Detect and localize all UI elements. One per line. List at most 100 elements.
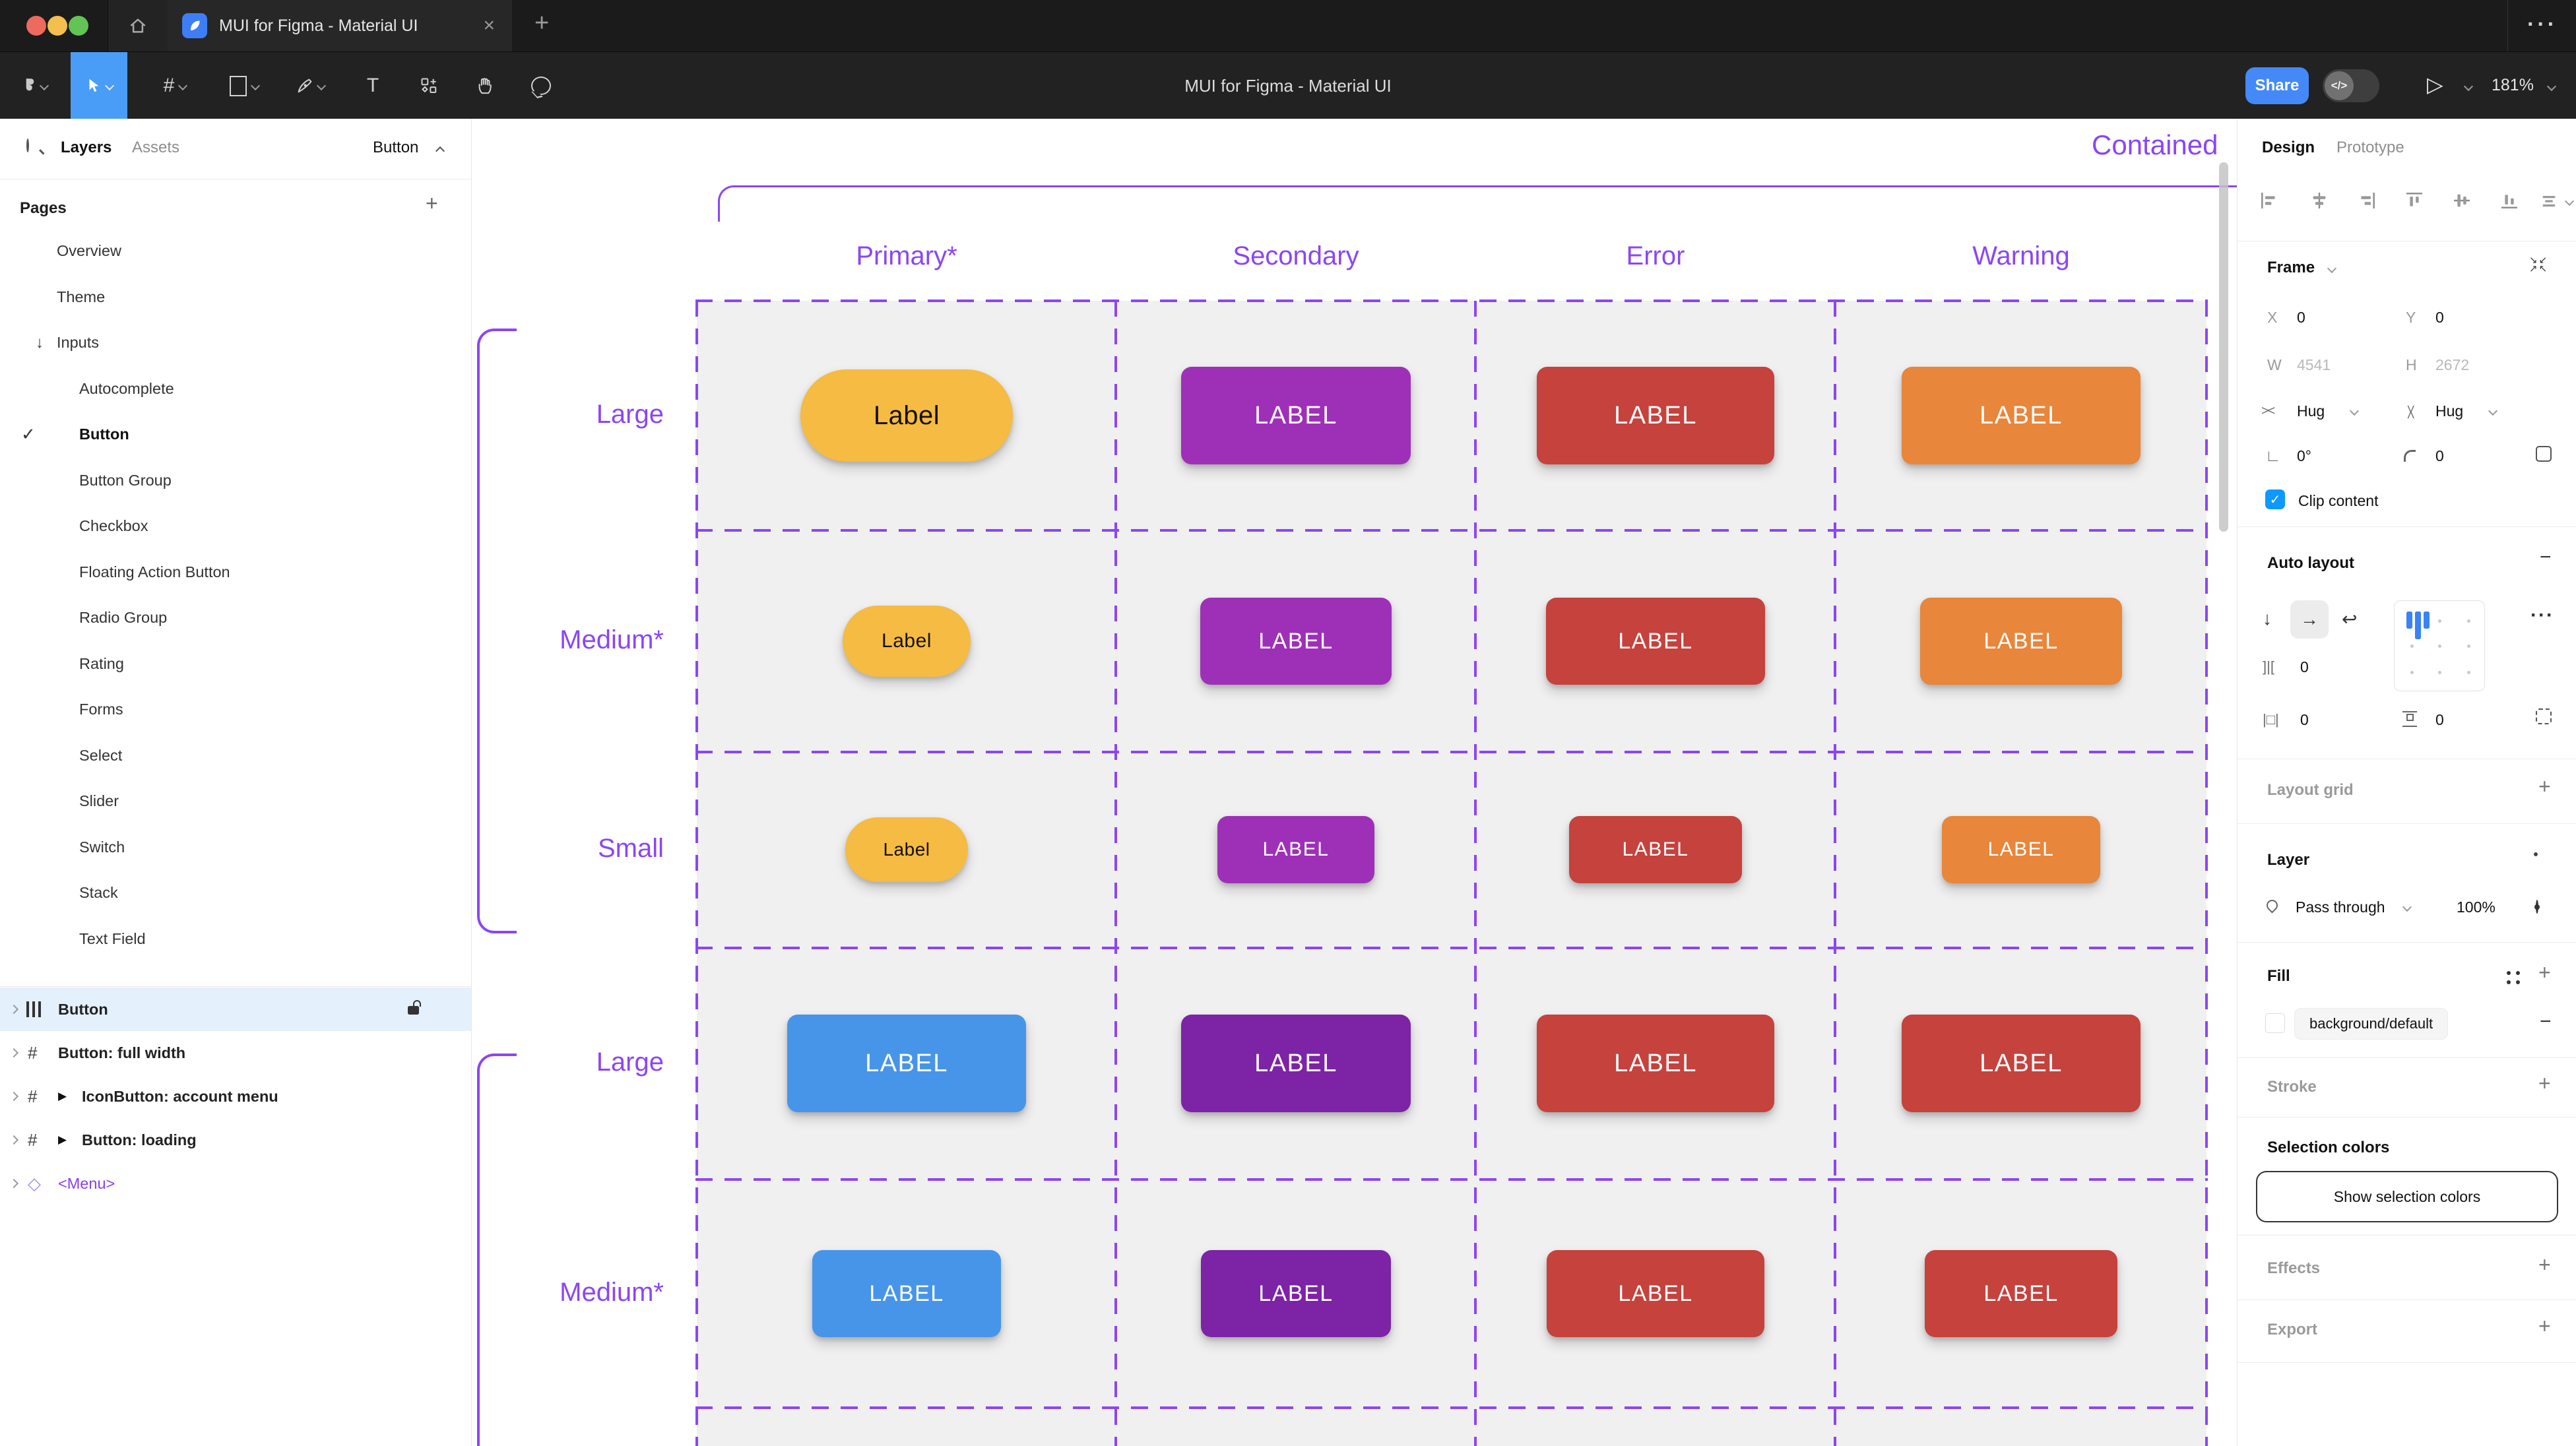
canvas-button[interactable]: LABEL [1547,1250,1764,1337]
page-item[interactable]: Overview [57,242,121,260]
tab-prototype[interactable]: Prototype [2336,139,2404,156]
styles-icon[interactable] [2507,971,2511,975]
play-toggle-icon[interactable]: ▶ [58,1133,67,1146]
canvas-button[interactable]: LABEL [1181,367,1411,464]
hand-tool[interactable] [462,52,508,119]
home-tab[interactable] [108,0,168,51]
direction-vertical-button[interactable]: ↓ [2263,608,2272,629]
individual-padding-icon[interactable] [2536,708,2552,724]
page-item[interactable]: Autocomplete [79,379,174,397]
page-item[interactable]: Radio Group [79,609,168,627]
comment-tool[interactable] [518,52,564,119]
chevron-down-icon[interactable] [2463,81,2474,92]
page-item[interactable]: Forms [79,701,123,718]
move-tool-selected[interactable] [71,52,127,119]
padding-horizontal-value[interactable]: 0 [2300,711,2309,728]
canvas-button[interactable]: LABEL [1217,816,1374,883]
new-tab-button[interactable]: + [534,9,550,37]
canvas-button[interactable]: LABEL [1201,1250,1391,1337]
direction-wrap-button[interactable]: ↩ [2342,609,2358,629]
search-icon[interactable] [26,139,29,152]
canvas-button[interactable]: Label [845,817,968,882]
collapse-panel-icon[interactable]: ↘↙↗↖ [2529,255,2549,274]
add-page-button[interactable]: + [426,191,438,215]
zoom-level[interactable]: 181% [2492,76,2534,94]
page-item[interactable]: Stack [79,884,118,902]
layer-row[interactable]: # Button: full width [0,1031,471,1075]
tab-design[interactable]: Design [2262,139,2315,156]
page-item[interactable]: Slider [79,792,119,810]
page-item-inputs[interactable]: ↓Inputs [36,333,100,352]
canvas-scrollbar[interactable] [2219,162,2228,532]
eye-icon[interactable] [2536,900,2538,914]
alignment-widget[interactable] [2394,600,2485,691]
chevron-down-icon[interactable] [2349,406,2360,416]
align-bottom-button[interactable] [2499,190,2520,211]
canvas-button[interactable]: LABEL [1546,598,1765,685]
dev-mode-toggle[interactable]: </> [2323,69,2379,102]
align-left-button[interactable] [2259,190,2280,211]
page-item-current[interactable]: ✓Button [21,424,129,445]
jump-to-component[interactable]: Button [373,139,419,156]
layer-row[interactable]: # ▶ IconButton: account menu [0,1075,471,1118]
frame-tool[interactable]: # [148,52,201,119]
canvas-button[interactable]: LABEL [1200,598,1392,685]
add-export-button[interactable]: + [2538,1314,2551,1338]
chevron-up-icon[interactable] [435,146,445,156]
canvas-button[interactable]: LABEL [1920,598,2122,685]
opacity-value[interactable]: 100% [2457,898,2496,916]
layer-row-instance[interactable]: ◇ <Menu> [0,1162,471,1205]
page-item[interactable]: Text Field [79,929,146,947]
align-top-button[interactable] [2404,190,2425,211]
page-item[interactable]: Button Group [79,471,172,489]
page-item[interactable]: Switch [79,838,125,856]
h-value[interactable]: 2672 [2435,356,2470,373]
align-right-button[interactable] [2356,190,2377,211]
blend-mode-value[interactable]: Pass through [2296,898,2385,916]
hug-vertical[interactable]: Hug [2435,402,2464,420]
maximize-window-button[interactable] [69,16,88,36]
chevron-down-icon[interactable] [2327,263,2337,274]
page-item[interactable]: Floating Action Button [79,563,230,581]
minimize-window-button[interactable] [48,16,67,36]
tab-layers[interactable]: Layers [61,139,112,156]
add-fill-button[interactable]: + [2538,960,2551,984]
canvas[interactable]: Contained Primary* Secondary Error Warni… [472,119,2237,1446]
gap-value[interactable]: 0 [2300,658,2309,676]
share-button[interactable]: Share [2245,67,2309,104]
align-v-center-button[interactable] [2451,190,2472,211]
direction-horizontal-selected[interactable]: → [2290,600,2329,639]
canvas-button[interactable]: LABEL [787,1015,1026,1112]
auto-layout-more-icon[interactable]: ··· [2530,604,2554,626]
add-effect-button[interactable]: + [2538,1253,2551,1276]
close-window-button[interactable] [26,16,46,36]
fill-color-swatch[interactable] [2265,1013,2285,1033]
frame-section-title[interactable]: Frame [2267,259,2315,276]
individual-corners-icon[interactable] [2536,446,2552,462]
rotation-value[interactable]: 0° [2297,447,2311,464]
page-item[interactable]: Checkbox [79,517,148,535]
distribute-menu-button[interactable] [2540,190,2575,211]
show-selection-colors-button[interactable]: Show selection colors [2256,1171,2558,1222]
page-item[interactable]: Select [79,746,123,764]
resources-tool[interactable] [406,52,452,119]
chevron-down-icon[interactable] [2546,81,2557,92]
canvas-button[interactable]: LABEL [1569,816,1742,883]
hug-horizontal[interactable]: Hug [2297,402,2325,420]
canvas-button[interactable]: LABEL [1902,1015,2141,1112]
chevron-down-icon[interactable] [2402,902,2412,912]
window-menu-icon[interactable]: ··· [2527,12,2558,37]
page-item[interactable]: Rating [79,654,124,672]
close-tab-icon[interactable]: × [483,15,495,36]
canvas-button[interactable]: Label [843,606,971,677]
canvas-button[interactable]: LABEL [1942,816,2100,883]
add-stroke-button[interactable]: + [2538,1071,2551,1095]
remove-fill-button[interactable]: − [2540,1011,2552,1032]
fill-style-chip[interactable]: background/default [2294,1008,2449,1040]
shape-tool[interactable] [218,52,271,119]
remove-auto-layout-button[interactable]: − [2540,546,2552,568]
play-toggle-icon[interactable]: ▶ [58,1090,67,1102]
canvas-button[interactable]: LABEL [1925,1250,2117,1337]
x-value[interactable]: 0 [2297,309,2305,326]
corner-radius-value[interactable]: 0 [2435,447,2444,464]
